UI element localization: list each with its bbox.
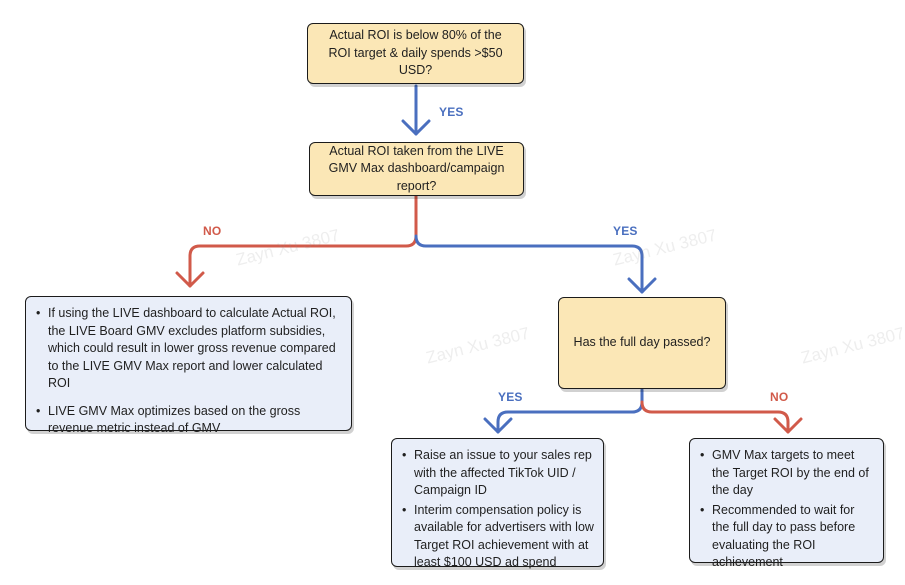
arrow-q2-to-q3 bbox=[414, 234, 657, 294]
edge-label-yes: YES bbox=[498, 390, 523, 404]
bullet-list: Raise an issue to your sales rep with th… bbox=[400, 447, 595, 572]
info-box-raise-issue: Raise an issue to your sales rep with th… bbox=[391, 438, 604, 569]
bullet-item: GMV Max targets to meet the Target ROI b… bbox=[698, 447, 875, 500]
edge-label-yes: YES bbox=[613, 224, 638, 238]
decision-text: Actual ROI is below 80% of the ROI targe… bbox=[328, 28, 503, 78]
arrow-q3-to-wait-info bbox=[640, 400, 803, 434]
bullet-list: GMV Max targets to meet the Target ROI b… bbox=[698, 447, 875, 572]
edge-label-yes: YES bbox=[439, 105, 464, 119]
bullet-item: Recommended to wait for the full day to … bbox=[698, 502, 875, 572]
decision-roi-source: Actual ROI taken from the LIVE GMV Max d… bbox=[309, 142, 524, 196]
info-box-wait-full-day: GMV Max targets to meet the Target ROI b… bbox=[689, 438, 884, 569]
decision-text: Has the full day passed? bbox=[573, 335, 711, 350]
edge-label-no: NO bbox=[770, 390, 789, 404]
bullet-item: If using the LIVE dashboard to calculate… bbox=[34, 305, 343, 393]
bullet-item: Interim compensation policy is available… bbox=[400, 502, 595, 572]
bullet-list: If using the LIVE dashboard to calculate… bbox=[34, 305, 343, 438]
bullet-item: Raise an issue to your sales rep with th… bbox=[400, 447, 595, 500]
decision-full-day-passed: Has the full day passed? bbox=[558, 297, 726, 389]
decision-roi-below-target: Actual ROI is below 80% of the ROI targe… bbox=[307, 23, 524, 84]
bullet-item: LIVE GMV Max optimizes based on the gros… bbox=[34, 403, 343, 438]
info-box-dashboard-note: If using the LIVE dashboard to calculate… bbox=[25, 296, 352, 435]
arrow-q2-to-no-info bbox=[175, 194, 418, 288]
decision-text: Actual ROI taken from the LIVE GMV Max d… bbox=[328, 143, 505, 193]
edge-label-no: NO bbox=[203, 224, 222, 238]
arrow-q1-to-q2 bbox=[401, 84, 431, 136]
